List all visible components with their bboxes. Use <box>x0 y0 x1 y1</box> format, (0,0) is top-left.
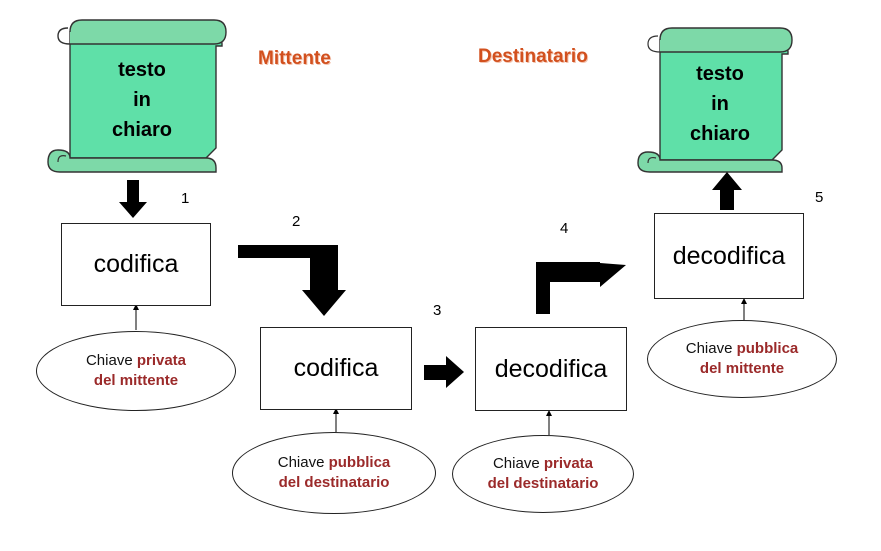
step-number-1: 1 <box>181 190 190 207</box>
scroll-right-line2: in <box>711 93 729 115</box>
key-3-prefix: Chiave <box>492 455 544 472</box>
key-1-line1: Chiave privata <box>86 351 186 371</box>
key-connector-2 <box>333 408 339 432</box>
key-connector-3 <box>546 410 552 435</box>
arrow-up-5 <box>712 172 742 210</box>
key-ellipse-2: Chiave pubblica del destinatario <box>232 432 436 514</box>
arrow-bend-4-shaft <box>536 262 600 314</box>
scroll-left-text: testo in chiaro <box>72 52 212 148</box>
key-4-prefix: Chiave <box>685 340 737 357</box>
key-4-owner: del mittente <box>699 360 785 377</box>
key-ellipse-3: Chiave privata del destinatario <box>452 435 634 513</box>
scroll-left-line3: chiaro <box>111 119 173 141</box>
key-2-line1: Chiave pubblica <box>278 453 391 473</box>
decode-box-2: decodifica <box>654 213 804 299</box>
arrow-right-3 <box>424 356 464 388</box>
scroll-left-icon <box>47 19 227 173</box>
arrow-down-1 <box>119 180 147 218</box>
key-ellipse-1: Chiave privata del mittente <box>36 331 236 411</box>
role-sender-label: Mittente <box>258 48 331 69</box>
role-recipient-label: Destinatario <box>478 46 588 67</box>
key-4-line1: Chiave pubblica <box>686 339 799 359</box>
key-connector-4 <box>741 298 747 320</box>
step-number-4: 4 <box>560 220 569 237</box>
key-3-line1: Chiave privata <box>493 454 593 474</box>
scroll-left-line1: testo <box>118 59 166 81</box>
step-number-3: 3 <box>433 302 442 319</box>
encode-box-2: codifica <box>260 327 412 410</box>
scroll-left-line2: in <box>133 89 151 111</box>
key-2-owner: del destinatario <box>278 474 390 491</box>
decode-box-1: decodifica <box>475 327 627 411</box>
key-3-kind: privata <box>543 455 594 472</box>
key-1-kind: privata <box>136 352 187 369</box>
scroll-right-icon <box>637 27 793 173</box>
key-1-owner: del mittente <box>93 372 179 389</box>
key-ellipse-4: Chiave pubblica del mittente <box>647 320 837 398</box>
key-2-prefix: Chiave <box>277 454 329 471</box>
arrow-bend-2 <box>238 245 346 316</box>
key-4-kind: pubblica <box>736 340 799 357</box>
encode-box-1: codifica <box>61 223 211 306</box>
key-2-kind: pubblica <box>328 454 391 471</box>
key-connector-1 <box>133 304 139 330</box>
scroll-right-line3: chiaro <box>689 123 751 145</box>
step-number-2: 2 <box>292 213 301 230</box>
scroll-right-text: testo in chiaro <box>662 56 778 152</box>
key-3-owner: del destinatario <box>487 475 599 492</box>
step-number-5: 5 <box>815 189 824 206</box>
key-1-prefix: Chiave <box>85 352 137 369</box>
scroll-right-line1: testo <box>696 63 744 85</box>
